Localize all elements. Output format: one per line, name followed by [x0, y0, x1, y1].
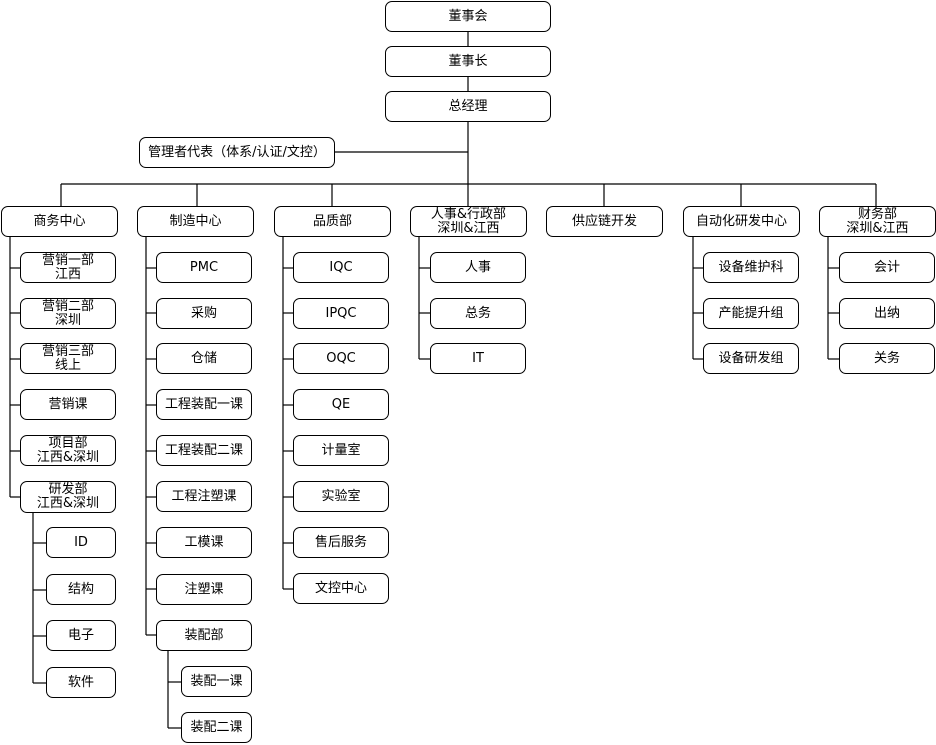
finance-unit-box: 关务	[839, 343, 935, 374]
rd-unit-box: ID	[46, 527, 116, 558]
quality-unit-box: IQC	[293, 252, 389, 283]
sales-unit-box: 项目部 江西&深圳	[20, 435, 116, 466]
automation-unit-box: 设备研发组	[703, 343, 799, 374]
rd-dept-box: 研发部 江西&深圳	[20, 481, 116, 513]
dept-hr-admin: 人事&行政部 深圳&江西	[410, 206, 527, 237]
automation-unit-box: 设备维护科	[703, 252, 799, 283]
sales-unit-box: 营销二部 深圳	[20, 298, 116, 329]
sales-unit-box: 营销三部 线上	[20, 343, 116, 374]
general-manager-box: 总经理	[385, 91, 551, 122]
quality-unit-box: 售后服务	[293, 527, 389, 558]
rd-unit-box: 电子	[46, 620, 116, 651]
automation-unit-box: 产能提升组	[703, 298, 799, 329]
management-rep-box: 管理者代表（体系/认证/文控）	[139, 137, 335, 168]
dept-quality: 品质部	[274, 206, 391, 237]
dept-finance: 财务部 深圳&江西	[819, 206, 936, 237]
finance-unit-box: 会计	[839, 252, 935, 283]
assembly-dept-box: 装配部	[156, 620, 252, 651]
hr-unit-box: IT	[430, 343, 526, 374]
dept-supply-chain: 供应链开发	[546, 206, 663, 237]
quality-unit-box: 计量室	[293, 435, 389, 466]
dept-sales: 商务中心	[1, 206, 118, 237]
quality-unit-box: QE	[293, 389, 389, 420]
mfg-unit-box: 仓储	[156, 343, 252, 374]
hr-unit-box: 人事	[430, 252, 526, 283]
quality-unit-box: 实验室	[293, 481, 389, 512]
mfg-unit-box: 工程装配二课	[156, 435, 252, 466]
hr-unit-box: 总务	[430, 298, 526, 329]
quality-unit-box: OQC	[293, 343, 389, 374]
mfg-unit-box: 工模课	[156, 527, 252, 558]
sales-unit-box: 营销一部 江西	[20, 252, 116, 283]
mfg-unit-box: 工程装配一课	[156, 389, 252, 420]
dept-automation: 自动化研发中心	[683, 206, 800, 237]
mfg-unit-box: PMC	[156, 252, 252, 283]
rd-unit-box: 软件	[46, 667, 116, 698]
dept-manufacturing: 制造中心	[137, 206, 254, 237]
mfg-unit-box: 采购	[156, 298, 252, 329]
mfg-unit-box: 注塑课	[156, 574, 252, 605]
finance-unit-box: 出纳	[839, 298, 935, 329]
quality-unit-box: 文控中心	[293, 573, 389, 604]
chairman-box: 董事长	[385, 46, 551, 77]
assembly-unit-box: 装配一课	[181, 666, 252, 697]
assembly-unit-box: 装配二课	[181, 712, 252, 743]
mfg-unit-box: 工程注塑课	[156, 481, 252, 512]
rd-unit-box: 结构	[46, 574, 116, 605]
sales-unit-box: 营销课	[20, 389, 116, 420]
board-box: 董事会	[385, 1, 551, 32]
quality-unit-box: IPQC	[293, 298, 389, 329]
